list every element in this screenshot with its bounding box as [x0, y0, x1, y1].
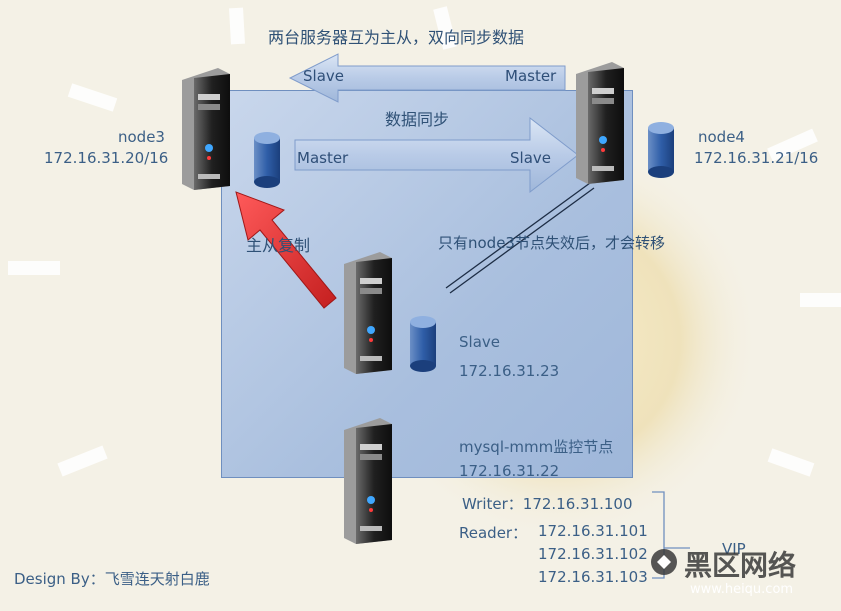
top-arrow-master-label: Master [505, 67, 557, 85]
monitor-name: mysql-mmm监控节点 [459, 438, 614, 456]
vip-reader-label: Reader： [459, 524, 528, 542]
vip-writer: Writer：172.16.31.100 [462, 495, 633, 513]
node4-ip: 172.16.31.21/16 [694, 149, 819, 167]
vip-reader-1: 172.16.31.101 [538, 522, 648, 540]
node3-server-icon [182, 68, 280, 190]
watermark-url[interactable]: www.heiqu.com [690, 582, 794, 597]
slave-server-icon [344, 252, 436, 374]
watermark: 黑区网络 www.heiqu.com [650, 540, 841, 607]
bottom-sync-arrow [294, 116, 579, 194]
node4-server-icon [576, 62, 674, 184]
replication-label: 主从复制 [246, 236, 311, 255]
monitor-server-icon [344, 418, 392, 544]
bottom-arrow-master-label: Master [297, 149, 349, 167]
node3-ip: 172.16.31.20/16 [44, 149, 169, 167]
node3-name: node3 [118, 128, 165, 146]
vip-reader-2: 172.16.31.102 [538, 545, 648, 563]
top-sync-arrow [288, 53, 566, 103]
replication-arrow [235, 191, 337, 309]
watermark-logo-icon [651, 549, 677, 575]
slave-ip: 172.16.31.23 [459, 362, 560, 380]
watermark-text: 黑区网络 [684, 549, 797, 582]
top-arrow-slave-label: Slave [303, 67, 344, 85]
diagram-title: 两台服务器互为主从，双向同步数据 [268, 28, 525, 47]
design-credit: Design By：飞雪连天射白鹿 [14, 570, 210, 588]
failover-note: 只有node3节点失效后，才会转移 [438, 234, 665, 252]
vip-label: VIP [722, 540, 746, 558]
bottom-arrow-slave-label: Slave [510, 149, 551, 167]
monitor-ip: 172.16.31.22 [459, 462, 560, 480]
vip-reader-3: 172.16.31.103 [538, 568, 648, 586]
node4-name: node4 [698, 128, 745, 146]
sync-label: 数据同步 [385, 110, 450, 129]
slave-name: Slave [459, 333, 500, 351]
